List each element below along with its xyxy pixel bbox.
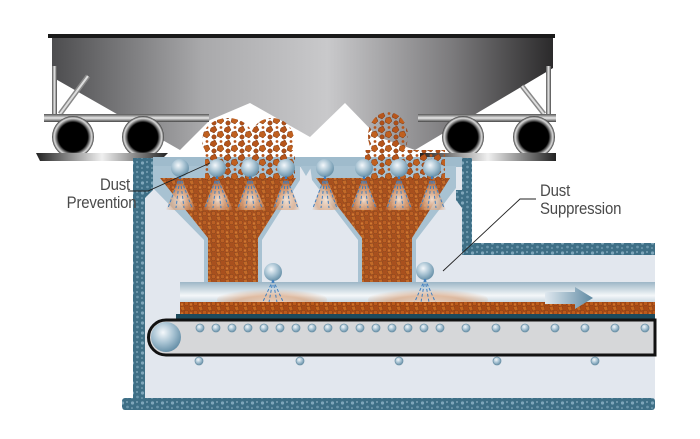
return-idlers <box>194 356 600 366</box>
fog-spray-nozzle <box>411 262 439 309</box>
dust-prevention-nozzles <box>166 159 446 210</box>
fog-spray-nozzle <box>236 159 266 210</box>
prevention-label-line1: Dust <box>99 175 130 194</box>
prevention-leader <box>128 162 211 192</box>
carrying-idlers <box>195 323 650 333</box>
label-leader-lines <box>128 162 536 272</box>
rail-wheels <box>52 116 555 158</box>
conveyor-belt <box>147 302 657 366</box>
dust-suppression-label: Dust Suppression <box>540 182 621 218</box>
flow-direction-arrow <box>545 287 593 309</box>
dust-prevention-label: Dust Prevention <box>66 175 137 212</box>
fog-spray-nozzle <box>418 159 446 210</box>
fog-spray-nozzle <box>272 159 300 210</box>
hopper-railcar <box>36 34 556 161</box>
suppression-label-line1: Dust <box>540 181 571 200</box>
suppression-label-line2: Suppression <box>540 199 622 218</box>
fog-spray-nozzle <box>350 159 378 210</box>
fog-spray-nozzle <box>203 159 233 210</box>
prevention-label-line2: Prevention <box>66 193 137 212</box>
fog-spray-nozzle <box>385 159 413 210</box>
fog-spray-nozzle <box>166 159 196 210</box>
fog-spray-nozzle <box>312 159 340 210</box>
suppression-leader <box>442 198 536 272</box>
fog-spray-nozzle <box>259 263 287 309</box>
head-pulley <box>151 322 181 352</box>
